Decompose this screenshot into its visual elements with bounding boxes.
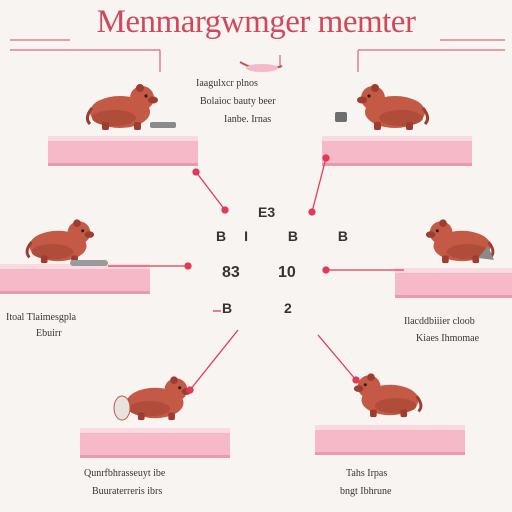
center-label-2: BI B B xyxy=(216,228,366,244)
center-label-1: E3 xyxy=(258,204,276,220)
tool-mid-right xyxy=(478,246,494,260)
center-label-3: 83 xyxy=(222,264,240,281)
center-label-4: 10 xyxy=(278,264,296,281)
mat-mid-right xyxy=(395,268,512,298)
caption-top-center-line-1: Iaagulxcr plnos xyxy=(196,78,258,89)
caption-top-center-line-2: Bolaioc bauty beer xyxy=(200,96,276,107)
mat-bottom-left xyxy=(80,428,230,458)
animal-top-right xyxy=(355,82,430,132)
tool-mid-left xyxy=(70,260,108,266)
mat-top-left xyxy=(48,136,198,166)
caption-mid-left-line-1: Itoal Tlaimesgpla xyxy=(6,312,77,323)
mat-bottom-right xyxy=(315,425,465,455)
connector-arrows xyxy=(108,154,404,394)
animal-bottom-right xyxy=(352,371,423,419)
caption-mid-left-line-2: Ebuirr xyxy=(36,328,62,339)
tool-top-right xyxy=(335,112,347,122)
caption-mid-right-line-1: Ilacddbiiier cloob xyxy=(404,316,475,327)
animal-bottom-left xyxy=(122,374,193,422)
caption-top-center-line-3: Ianbe. Irnas xyxy=(224,114,272,125)
animal-mid-left xyxy=(25,217,96,265)
caption-mid-right-line-2: Kiaes Ihmomae xyxy=(416,333,480,344)
caption-bottom-right-line-1: Tahs Irpas xyxy=(346,468,388,479)
page-title: Menmargwmger memter xyxy=(96,4,416,40)
center-label-6: 2 xyxy=(284,300,292,316)
mat-top-right xyxy=(322,136,472,166)
tool-top-left xyxy=(150,122,176,128)
mat-mid-left xyxy=(0,264,150,294)
tool-bottom-left xyxy=(113,395,131,421)
caption-bottom-right-line-2: bngt Ibhrune xyxy=(340,486,392,497)
caption-bottom-left-line-2: Buuraterreris ibrs xyxy=(92,486,163,497)
center-label-5: B xyxy=(222,300,233,316)
caption-bottom-left-line-1: Qunrfbhrasseuyt ibe xyxy=(84,468,166,479)
animal-top-left xyxy=(85,82,160,132)
